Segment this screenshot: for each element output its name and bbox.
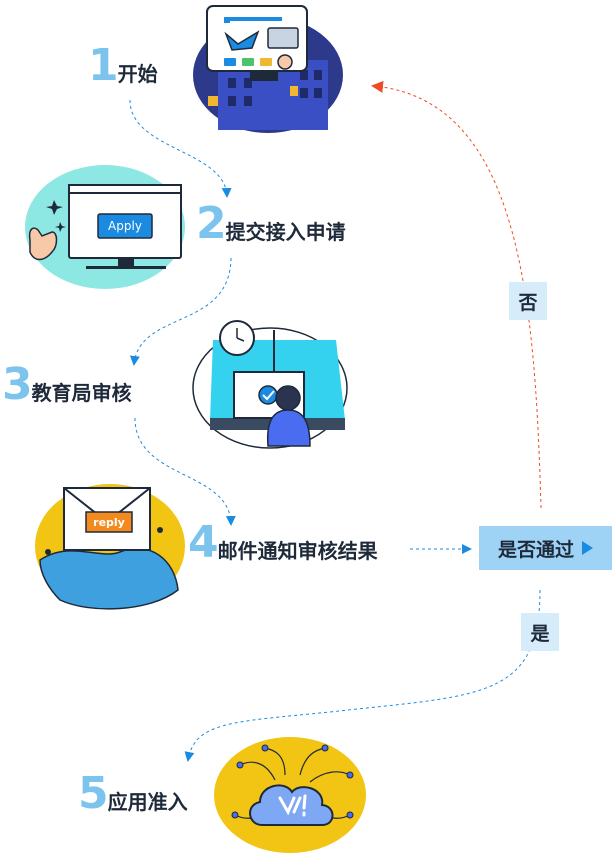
access-illustration — [214, 737, 366, 853]
connector-reject — [371, 80, 542, 509]
connector-approve — [184, 589, 541, 762]
step-number: 2 — [196, 198, 227, 249]
branch-yes-tag: 是 — [521, 613, 559, 651]
step-2: 2 提交接入申请 — [196, 202, 346, 246]
step-5: 5 应用准入 — [78, 772, 188, 816]
apply-illustration — [25, 165, 185, 289]
step-label: 开始 — [117, 62, 158, 86]
step-label: 提交接入申请 — [225, 220, 346, 244]
connector-1-2 — [129, 99, 232, 198]
step-4: 4 邮件通知审核结果 — [188, 521, 378, 565]
start-illustration — [193, 5, 343, 133]
play-icon — [582, 541, 593, 555]
connector-3-4 — [134, 417, 236, 526]
reply-label: reply — [93, 515, 125, 529]
apply-button-label: Apply — [108, 219, 142, 233]
step-label: 应用准入 — [107, 790, 188, 814]
decision-box: 是否通过 — [479, 526, 612, 570]
step-number: 4 — [188, 517, 219, 568]
mail-illustration — [35, 484, 185, 610]
decision-label: 是否通过 — [497, 538, 574, 561]
review-illustration — [192, 320, 348, 449]
branch-no-tag: 否 — [509, 282, 547, 320]
step-label: 教育局审核 — [31, 381, 132, 405]
step-number: 5 — [78, 768, 109, 819]
step-1: 1 开始 — [88, 44, 158, 88]
step-number: 1 — [88, 40, 119, 91]
step-3: 3 教育局审核 — [2, 363, 132, 407]
step-number: 3 — [2, 359, 33, 410]
step-label: 邮件通知审核结果 — [217, 539, 378, 563]
